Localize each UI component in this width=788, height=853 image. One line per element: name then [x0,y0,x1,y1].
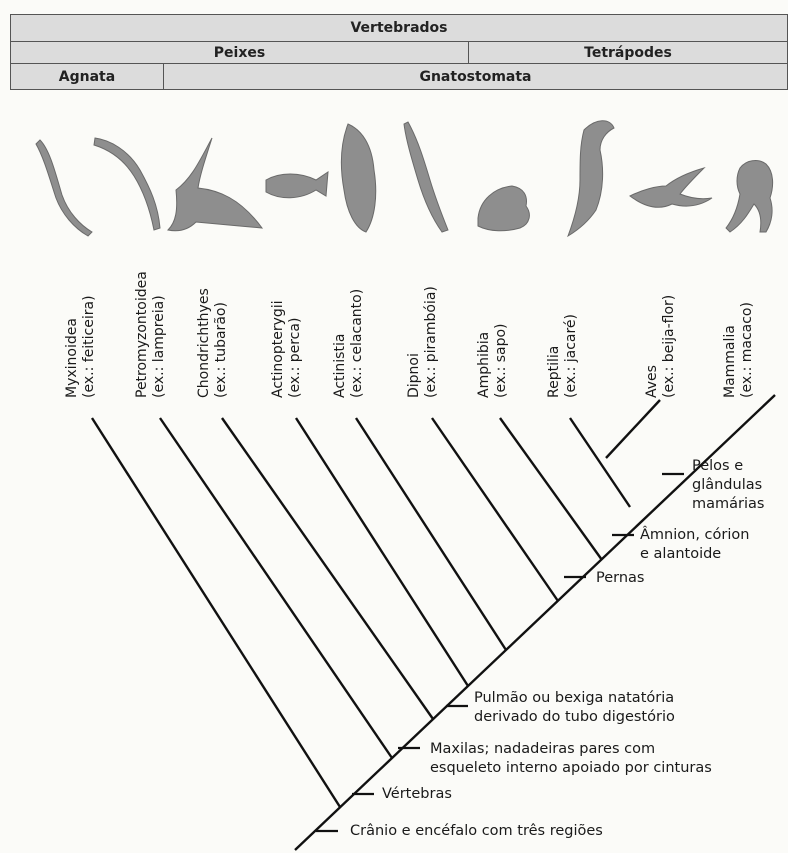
taxon-label-petromyzontoidea: Petromyzontoidea(ex.: lampreia) [134,271,167,398]
taxon-name: Mammalia [722,325,738,398]
taxon-label-myxinoidea: Myxinoidea(ex.: feiticeira) [64,295,97,398]
alligator-icon [568,121,614,236]
taxon-label-reptilia: Reptilia(ex.: jacaré) [546,314,579,398]
taxon-name: Reptilia [546,346,562,398]
hagfish-icon [36,140,92,236]
branch-reptilia [570,418,630,507]
taxon-name: Actinopterygii [270,300,286,398]
perch-icon [266,172,328,198]
branch-dipnoi [432,418,558,601]
taxon-example: (ex.: macaco) [739,302,755,398]
taxon-label-chondrichthyes: Chondrichthyes(ex.: tubarão) [196,288,229,398]
coelacanth-icon [341,124,375,232]
branch-chondrichthyes [222,418,433,719]
lungfish-icon [404,122,448,232]
taxon-name: Dipnoi [406,353,422,398]
char-pulmao: Pulmão ou bexiga natatória derivado do t… [474,689,675,727]
taxon-example: (ex.: feiticeira) [81,295,97,398]
taxon-example: (ex.: pirambóia) [423,286,439,398]
taxon-label-dipnoi: Dipnoi(ex.: pirambóia) [406,286,439,398]
branch-actinistia [356,418,506,650]
char-pelos-glandulas: Pelos e glândulas mamárias [692,457,764,514]
taxon-name: Petromyzontoidea [134,271,150,398]
branch-myxinoidea [92,418,340,807]
taxon-label-amphibia: Amphibia(ex.: sapo) [476,323,509,398]
monkey-icon [726,161,773,232]
taxon-example: (ex.: celacanto) [349,289,365,398]
lamprey-icon [94,138,160,230]
taxon-label-actinistia: Actinistia(ex.: celacanto) [332,289,365,398]
taxon-label-mammalia: Mammalia(ex.: macaco) [722,302,755,398]
char-pernas: Pernas [596,569,644,588]
taxon-example: (ex.: jacaré) [563,314,579,398]
taxon-example: (ex.: beija-flor) [661,295,677,398]
frog-icon [478,186,529,231]
branch-aves [606,400,660,458]
char-cranio: Crânio e encéfalo com três regiões [350,822,603,841]
char-amnion-corion: Âmnion, córion e alantoide [640,526,749,564]
taxon-example: (ex.: sapo) [493,323,509,398]
char-maxilas: Maxilas; nadadeiras pares com esqueleto … [430,740,712,778]
taxon-label-actinopterygii: Actinopterygii(ex.: perca) [270,300,303,398]
char-vertebras: Vértebras [382,785,452,804]
hummingbird-icon [630,168,712,207]
taxon-name: Actinistia [332,334,348,398]
shark-icon [168,138,262,231]
taxon-label-aves: Aves(ex.: beija-flor) [644,295,677,398]
taxon-name: Myxinoidea [64,318,80,398]
taxon-example: (ex.: lampreia) [151,295,167,398]
taxon-name: Chondrichthyes [196,288,212,398]
taxon-example: (ex.: perca) [287,318,303,398]
taxon-name: Amphibia [476,332,492,398]
taxon-name: Aves [644,365,660,398]
taxon-example: (ex.: tubarão) [213,302,229,398]
